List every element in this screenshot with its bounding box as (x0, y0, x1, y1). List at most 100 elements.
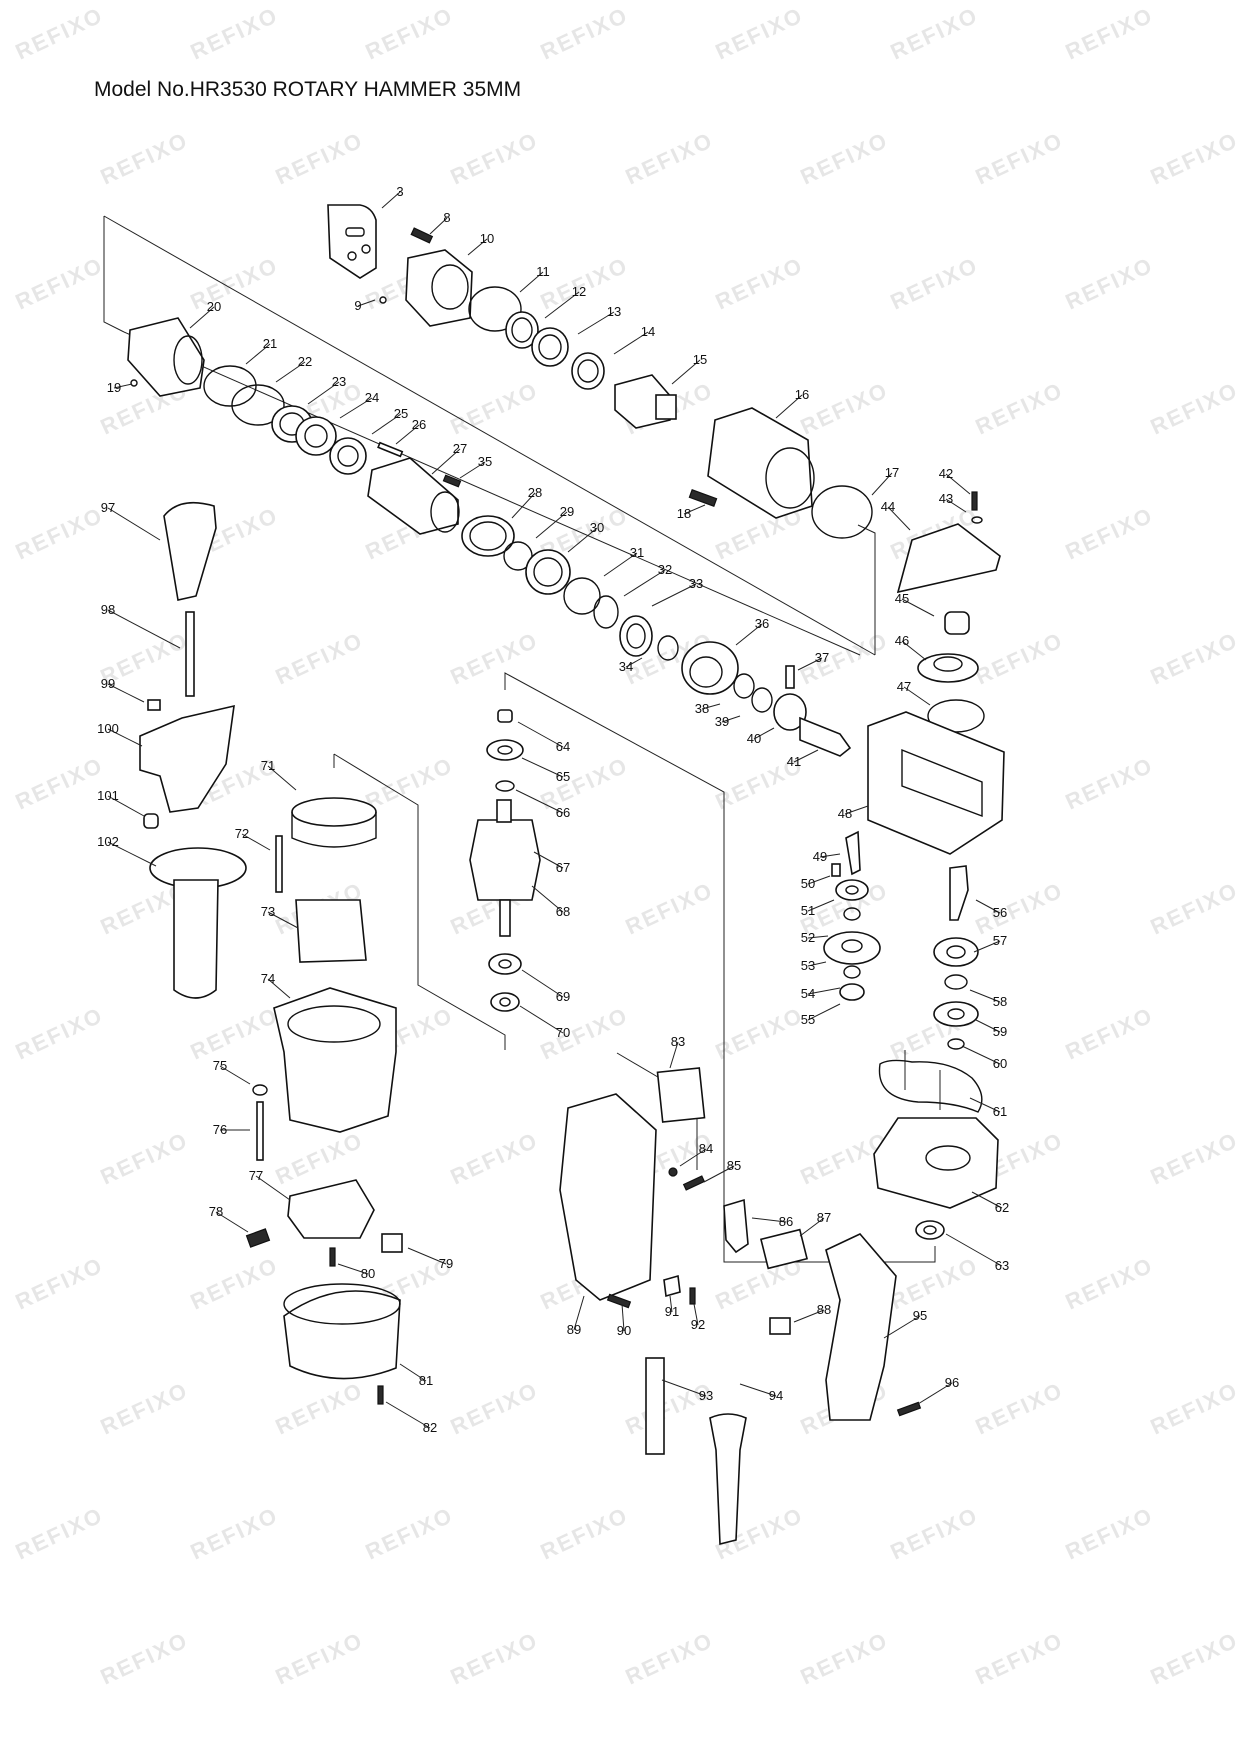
part-number-21: 21 (263, 336, 277, 351)
leader-line-48 (844, 805, 869, 815)
leader-line-88 (793, 1309, 825, 1323)
leader-line-56 (975, 899, 1001, 914)
part-number-72: 72 (235, 826, 249, 841)
part-number-47: 47 (897, 679, 911, 694)
leader-line-16 (775, 394, 803, 419)
leader-line-79 (407, 1247, 447, 1265)
leader-line-43 (945, 498, 967, 513)
watermark-text: REFIXO (537, 1502, 633, 1564)
part-number-33: 33 (689, 576, 703, 591)
leader-line-91 (669, 1295, 673, 1313)
part-number-39: 39 (715, 714, 729, 729)
part-number-70: 70 (556, 1025, 570, 1040)
leader-line-77 (255, 1175, 291, 1201)
part-number-102: 102 (97, 834, 119, 849)
leader-line-44 (887, 506, 911, 531)
watermark-text: REFIXO (447, 1627, 543, 1689)
part-number-100: 100 (97, 721, 119, 736)
watermark-text: REFIXO (272, 1627, 368, 1689)
leader-line-28 (511, 492, 536, 519)
part-number-86: 86 (779, 1214, 793, 1229)
watermark-text: REFIXO (187, 1002, 283, 1064)
part-number-61: 61 (993, 1104, 1007, 1119)
part-number-69: 69 (556, 989, 570, 1004)
part-number-54: 54 (801, 986, 815, 1001)
leader-line-67 (533, 851, 564, 869)
part-number-41: 41 (787, 754, 801, 769)
watermark-text: REFIXO (972, 1377, 1068, 1439)
part-number-52: 52 (801, 930, 815, 945)
watermark-text: REFIXO (797, 627, 893, 689)
leader-line-20 (189, 306, 215, 329)
watermark-text: REFIXO (972, 877, 1068, 939)
leader-line-89 (573, 1295, 585, 1331)
leader-line-65 (521, 757, 564, 778)
part-number-22: 22 (298, 354, 312, 369)
part-number-13: 13 (607, 304, 621, 319)
leader-line-50 (807, 875, 831, 885)
watermark-text: REFIXO (12, 752, 108, 814)
watermark-text: REFIXO (1147, 627, 1239, 689)
watermark-text: REFIXO (1062, 502, 1158, 564)
watermark-text: REFIXO (447, 377, 543, 439)
watermark-text: REFIXO (1147, 1377, 1239, 1439)
leader-line-3 (381, 191, 401, 209)
watermark-text: REFIXO (187, 1502, 283, 1564)
watermark-text: REFIXO (622, 1627, 718, 1689)
part-number-23: 23 (332, 374, 346, 389)
watermark-text: REFIXO (97, 1627, 193, 1689)
watermark-text: REFIXO (1147, 127, 1239, 189)
part-number-71: 71 (261, 758, 275, 773)
leader-line-85 (703, 1165, 735, 1183)
watermark-text: REFIXO (362, 752, 458, 814)
part-number-99: 99 (101, 676, 115, 691)
leader-line-81 (399, 1363, 427, 1382)
leader-line-47 (903, 686, 931, 706)
leader-line-80 (337, 1263, 369, 1275)
leader-line-78 (215, 1211, 249, 1233)
leader-line-64 (517, 721, 564, 748)
leader-line-24 (339, 397, 373, 419)
leader-line-57 (973, 940, 1001, 953)
leader-line-26 (395, 424, 420, 445)
part-number-48: 48 (838, 806, 852, 821)
watermark-text: REFIXO (1062, 1502, 1158, 1564)
leader-line-34 (625, 657, 643, 668)
leader-line-55 (807, 1003, 841, 1021)
leader-line-42 (945, 473, 971, 495)
part-number-78: 78 (209, 1204, 223, 1219)
leader-line-100 (107, 728, 143, 747)
part-number-74: 74 (261, 971, 275, 986)
leader-line-66 (515, 789, 564, 814)
part-number-62: 62 (995, 1200, 1009, 1215)
leader-line-11 (519, 271, 544, 293)
leader-line-30 (567, 527, 598, 553)
part-number-49: 49 (813, 849, 827, 864)
leader-line-84 (679, 1148, 707, 1167)
part-number-36: 36 (755, 616, 769, 631)
watermark-layer: REFIXO REFIXO REFIXO REFIXO REFIXO REFIXO REFI… (12, 2, 1239, 1689)
leader-line-8 (429, 217, 448, 235)
part-number-68: 68 (556, 904, 570, 919)
leader-line-25 (371, 413, 402, 435)
leader-line-41 (793, 749, 819, 763)
watermark-text: REFIXO (537, 2, 633, 64)
watermark-text: REFIXO (797, 127, 893, 189)
part-number-87: 87 (817, 1210, 831, 1225)
part-number-96: 96 (945, 1375, 959, 1390)
leader-line-23 (307, 381, 340, 405)
watermark-text: REFIXO (12, 502, 108, 564)
part-number-16: 16 (795, 387, 809, 402)
leader-line-10 (467, 238, 488, 256)
watermark-text: REFIXO (1062, 752, 1158, 814)
watermark-text: REFIXO (447, 627, 543, 689)
leader-line-33 (651, 583, 697, 607)
leader-line-75 (219, 1065, 251, 1085)
leader-line-62 (971, 1191, 1003, 1209)
leader-line-54 (807, 987, 841, 995)
leader-line-101 (107, 795, 145, 817)
part-number-75: 75 (213, 1058, 227, 1073)
leader-line-38 (701, 703, 721, 710)
part-number-93: 93 (699, 1388, 713, 1403)
